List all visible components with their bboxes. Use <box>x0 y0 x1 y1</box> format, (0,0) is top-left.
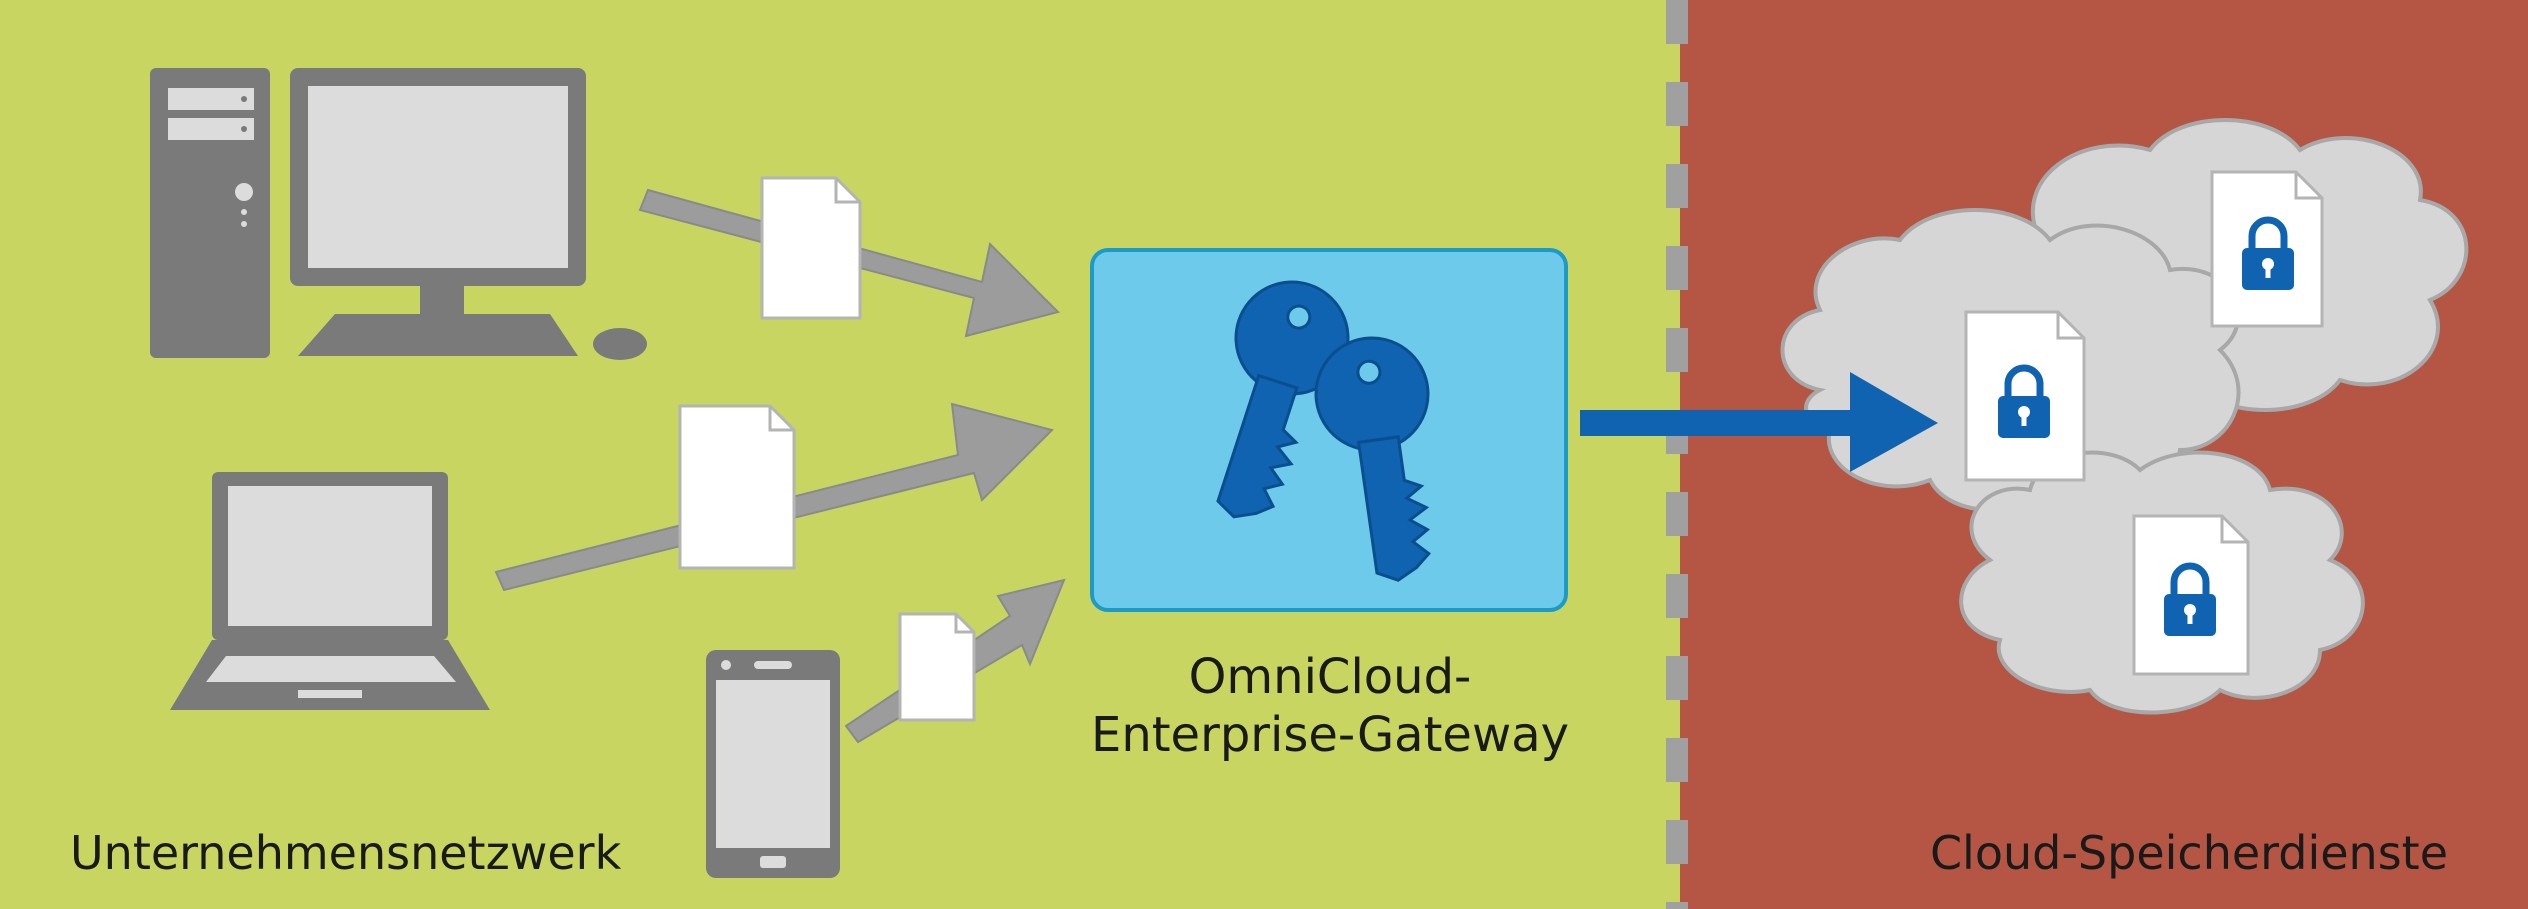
desktop-computer-icon <box>150 68 647 360</box>
document-icon <box>2210 170 2324 328</box>
document-icon <box>898 612 976 722</box>
document-icon <box>2132 514 2250 676</box>
laptop-icon <box>170 472 490 710</box>
document-icon <box>760 176 862 320</box>
cloud-storage-label: Cloud-Speicherdienste <box>1929 826 2448 880</box>
smartphone-icon <box>706 650 840 878</box>
gateway-label: OmniCloud- Enterprise-Gateway <box>1090 648 1570 764</box>
lock-icon <box>1998 364 2050 438</box>
document-icon <box>1964 310 2086 482</box>
document-icon <box>678 404 796 570</box>
keys-icon <box>1216 280 1431 582</box>
gateway-label-line1: OmniCloud- <box>1188 649 1472 705</box>
lock-icon <box>2164 562 2216 636</box>
arrow-laptop-to-gateway <box>494 402 1054 592</box>
enterprise-network-label: Unternehmensnetzwerk <box>70 826 622 880</box>
gateway-to-cloud-arrow <box>1580 372 1938 472</box>
gateway-label-line2: Enterprise-Gateway <box>1090 707 1570 763</box>
lock-icon <box>2242 216 2294 290</box>
